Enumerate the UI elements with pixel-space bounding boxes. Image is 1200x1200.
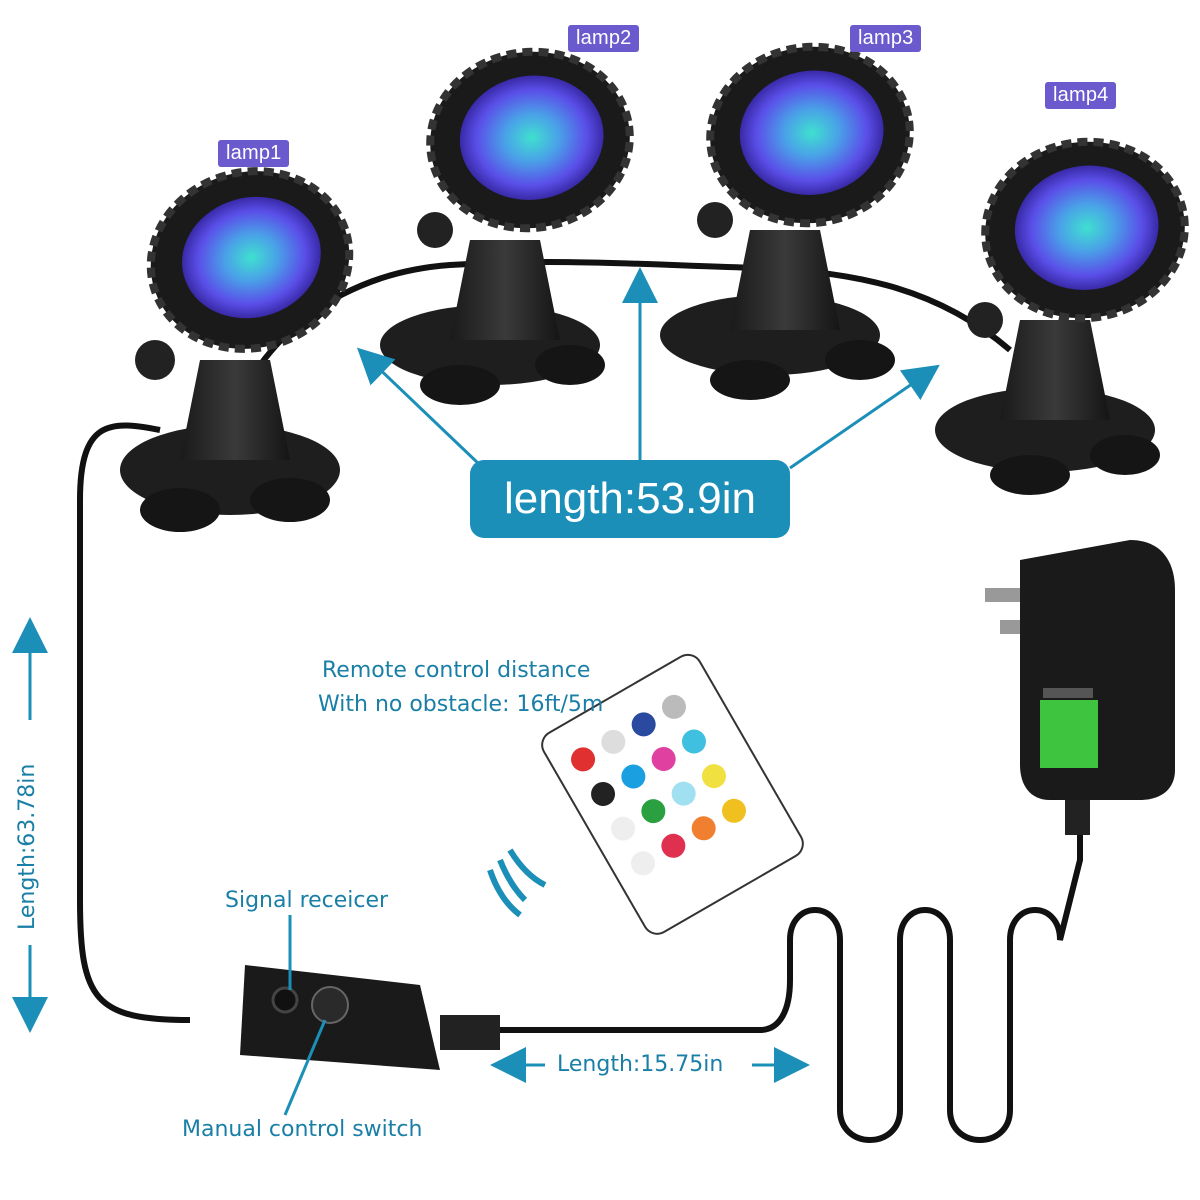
lamp-cable-length: length:53.9in [470,460,790,538]
signal-waves-icon [487,848,547,918]
lamp-4-label: lamp4 [1045,82,1117,109]
remote-control [541,653,804,935]
manual-switch-label: Manual control switch [182,1117,423,1142]
length-arrow-right [789,364,940,470]
remote-distance-line1: Remote control distance [322,658,591,683]
adapter-cable [440,800,1083,1143]
remote-distance-line2: With no obstacle: 16ft/5m [318,692,604,717]
main-cable-length: Length:63.78in [15,763,40,930]
lamp-1-label: lamp1 [218,140,290,167]
lamp-cable [247,259,1012,382]
lamp-3 [660,42,914,400]
switch-pointer [283,1019,327,1116]
lamp-2-label: lamp2 [568,25,640,52]
main-cable [77,422,191,1023]
adapter-cable-length: Length:15.75in [557,1052,724,1077]
length-arrow-left [356,347,482,467]
lamp-3-label: lamp3 [850,25,922,52]
lamp-4 [935,137,1189,495]
power-adapter [985,540,1175,835]
lamp-2 [380,47,634,405]
signal-receiver-label: Signal receicer [225,888,389,913]
lamp-1 [120,167,354,532]
signal-receiver-box [240,915,500,1116]
